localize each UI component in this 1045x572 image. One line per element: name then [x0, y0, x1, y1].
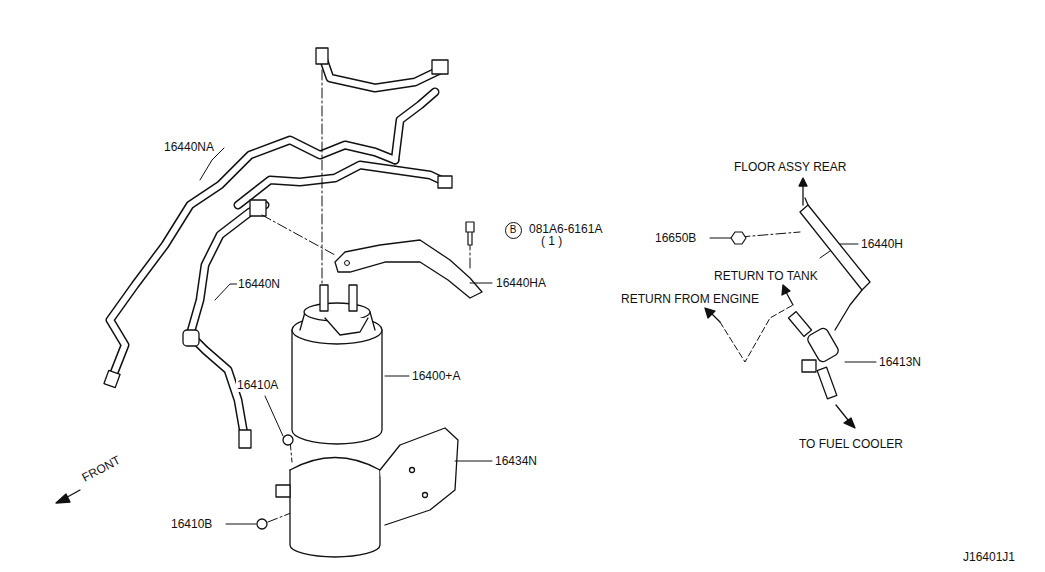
note-text: RETURN TO TANK	[713, 269, 819, 283]
note-text: FRONT	[79, 452, 124, 485]
callout-number: 16400+A	[411, 369, 461, 383]
callout-number: 16434N	[494, 454, 538, 468]
note-text: RETURN FROM ENGINE	[620, 292, 760, 306]
callout-number: 16440HA	[495, 276, 547, 290]
symbol-letter: B	[510, 225, 517, 235]
callout-number: 16410B	[170, 517, 213, 531]
circled-letter: B	[505, 222, 522, 239]
callout-number: ( 1 )	[540, 234, 563, 248]
note-text: FLOOR ASSY REAR	[733, 160, 847, 174]
callout-number: J16401J1	[962, 550, 1016, 564]
callout-number: 16440H	[860, 237, 904, 251]
callout-number: 16440NA	[163, 140, 215, 154]
callout-number: 16440N	[237, 277, 281, 291]
callout-number: 16410A	[236, 378, 279, 392]
note-text: TO FUEL COOLER	[798, 437, 904, 451]
callout-number: 16650B	[654, 231, 697, 245]
callout-number: 16413N	[878, 355, 922, 369]
